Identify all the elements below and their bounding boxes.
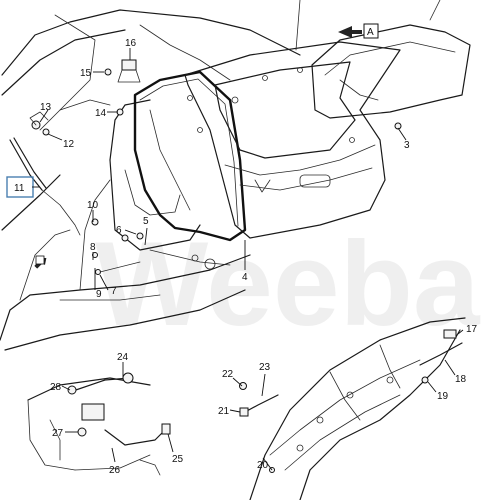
inset-liftgate-inner	[239, 317, 466, 500]
callout-7: 7	[111, 286, 117, 297]
callout-27: 27	[52, 428, 64, 439]
view-a-label: A	[367, 27, 374, 38]
callout-14: 14	[95, 108, 107, 119]
weatherstrip	[133, 70, 247, 242]
callout-19: 19	[437, 391, 449, 402]
callouts: 16 15 14 13 12 11 10 6 5 8 9 7 4 3 17 18…	[14, 38, 478, 476]
callout-25: 25	[172, 454, 184, 465]
leader-lines	[32, 48, 464, 471]
fasteners	[42, 68, 402, 275]
rear-window-glass	[311, 24, 471, 119]
callout-10: 10	[87, 200, 99, 211]
callout-18: 18	[455, 374, 467, 385]
callout-6: 6	[116, 225, 122, 236]
callout-26: 26	[109, 465, 121, 476]
vehicle-body	[0, 9, 301, 351]
callout-8: 8	[90, 242, 96, 253]
callout-21: 21	[218, 406, 230, 417]
callout-9: 9	[96, 289, 102, 300]
callout-15: 15	[80, 68, 92, 79]
liftgate-strut	[9, 111, 81, 236]
hinge-bracket	[117, 59, 141, 83]
callout-20: 20	[257, 460, 269, 471]
callout-16: 16	[125, 38, 137, 49]
callout-22: 22	[222, 369, 234, 380]
callout-23: 23	[259, 362, 271, 373]
callout-17: 17	[466, 324, 478, 335]
callout-24: 24	[117, 352, 129, 363]
callout-11: 11	[14, 183, 25, 194]
callout-4: 4	[242, 272, 248, 283]
callout-5: 5	[143, 216, 149, 227]
view-arrow-lower	[34, 255, 47, 269]
callout-3: 3	[404, 140, 410, 151]
view-a-marker: A	[338, 23, 379, 39]
watermark: Weeba	[95, 217, 481, 351]
callout-28: 28	[50, 382, 62, 393]
callout-12: 12	[63, 139, 75, 150]
callout-13: 13	[40, 102, 52, 113]
liftgate-panel	[184, 0, 441, 239]
